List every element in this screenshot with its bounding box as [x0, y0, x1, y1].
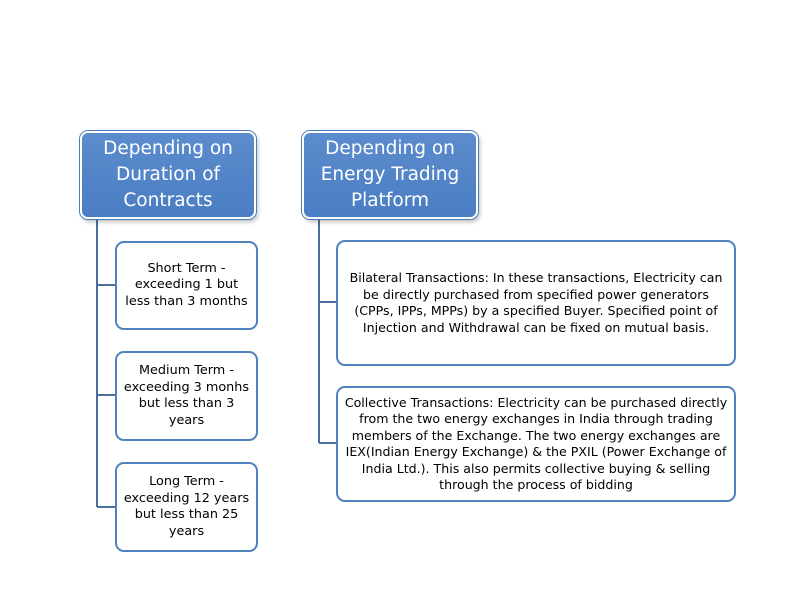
bilateral-transactions-box: Bilateral Transactions: In these transac… — [336, 240, 736, 366]
medium-term-box: Medium Term - exceeding 3 monhs but less… — [115, 351, 258, 441]
medium-term-text: Medium Term - exceeding 3 monhs but less… — [123, 363, 250, 428]
right-header-box: Depending on Energy Trading Platform — [302, 131, 478, 219]
collective-transactions-box: Collective Transactions: Electricity can… — [336, 386, 736, 502]
left-header-box: Depending on Duration of Contracts — [80, 131, 256, 219]
left-header-label: Depending on Duration of Contracts — [103, 138, 233, 211]
long-term-box: Long Term - exceeding 12 years but less … — [115, 462, 258, 552]
long-term-text: Long Term - exceeding 12 years but less … — [123, 474, 250, 539]
short-term-box: Short Term - exceeding 1 but less than 3… — [115, 241, 258, 330]
right-header-label: Depending on Energy Trading Platform — [320, 138, 460, 211]
collective-transactions-text: Collective Transactions: Electricity can… — [344, 394, 728, 493]
bilateral-transactions-text: Bilateral Transactions: In these transac… — [349, 270, 723, 335]
short-term-text: Short Term - exceeding 1 but less than 3… — [125, 260, 248, 309]
